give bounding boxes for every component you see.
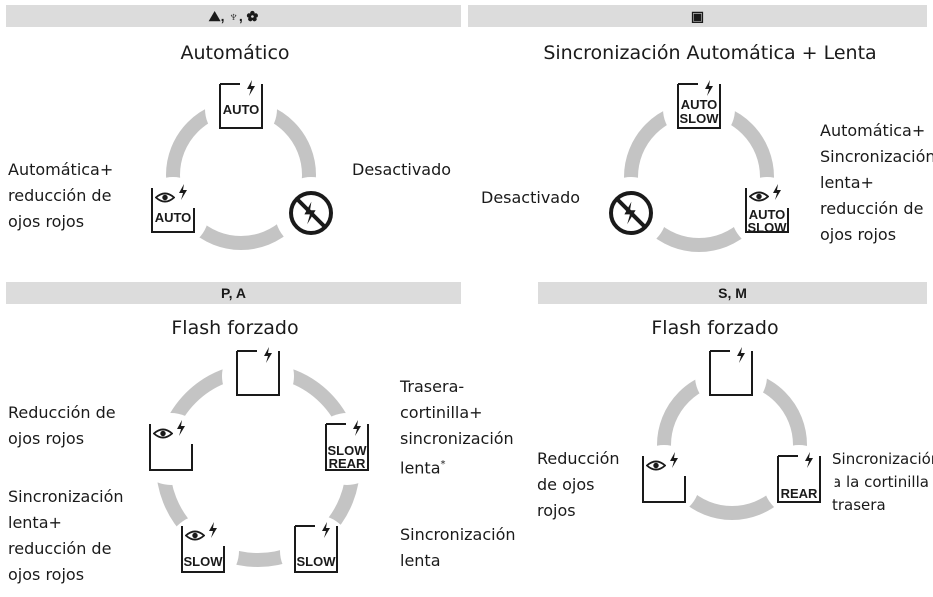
mode-pa-slow: SLOW bbox=[280, 515, 352, 587]
svg-text:SLOW: SLOW bbox=[328, 443, 368, 458]
mode-slow-off bbox=[595, 177, 667, 249]
svg-text:REAR: REAR bbox=[781, 486, 818, 501]
scene-auto-icon: ⛰ bbox=[208, 8, 221, 24]
label-auto-off: Desactivado bbox=[352, 160, 452, 179]
label-slow-off: Desactivado bbox=[481, 188, 581, 207]
title-auto-slow: Sincronización Automática + Lenta bbox=[543, 42, 877, 64]
title-sm: Flash forzado bbox=[651, 317, 779, 339]
mode-auto: AUTO bbox=[205, 73, 277, 145]
svg-text:AUTO: AUTO bbox=[155, 210, 192, 225]
section-bar-auto: ⛰, ♆, ✿ bbox=[6, 5, 461, 27]
mode-pa-red-eye bbox=[135, 413, 207, 485]
svg-text:REAR: REAR bbox=[329, 456, 366, 471]
mode-pa-fill bbox=[222, 340, 294, 412]
svg-text:SLOW: SLOW bbox=[297, 554, 337, 569]
mode-sm-red-eye bbox=[628, 445, 700, 517]
label-pa-slow: Sincronización lenta bbox=[400, 525, 516, 570]
svg-text:AUTO: AUTO bbox=[681, 97, 718, 112]
mode-flash-off bbox=[275, 177, 347, 249]
section-bar-night-portrait: ▣ bbox=[468, 5, 927, 27]
night-portrait-icon: ▣ bbox=[690, 8, 705, 24]
title-pa: Flash forzado bbox=[171, 317, 299, 339]
svg-text:SLOW: SLOW bbox=[680, 111, 720, 126]
section-bar-sm: S, M bbox=[538, 282, 927, 304]
label-pa-red-eye: Reducción de ojos rojos bbox=[8, 403, 116, 448]
mode-pa-slow-red-eye: SLOW bbox=[167, 515, 239, 587]
mode-sm-rear: REAR bbox=[763, 445, 835, 517]
mode-sm-fill bbox=[695, 340, 767, 412]
mode-auto-slow: AUTO SLOW bbox=[663, 73, 735, 145]
title-auto: Automático bbox=[180, 42, 290, 64]
label-auto-red-eye: Automática+ reducción de ojos rojos bbox=[8, 160, 114, 231]
label-pa-rear-slow: Trasera- cortinilla+ sincronización lent… bbox=[400, 377, 514, 478]
section-bar-pa: P, A bbox=[6, 282, 461, 304]
svg-text:AUTO: AUTO bbox=[749, 207, 786, 222]
label-auto-slow-red-eye: Automática+ Sincronización lenta+ reducc… bbox=[820, 121, 933, 244]
mode-auto-red-eye: AUTO bbox=[137, 177, 209, 249]
label-sm-red-eye: Reducción de ojos rojos bbox=[537, 449, 620, 520]
macro-icon: ✿ bbox=[246, 8, 259, 24]
mode-pa-slow-rear: SLOW REAR bbox=[311, 413, 383, 485]
mode-auto-slow-red-eye: AUTO SLOW bbox=[731, 177, 803, 249]
label-sm-rear: Sincronización a la cortinilla trasera bbox=[832, 450, 933, 514]
svg-text:SLOW: SLOW bbox=[748, 220, 788, 235]
svg-text:AUTO: AUTO bbox=[223, 102, 260, 117]
landscape-icon: ♆ bbox=[228, 8, 239, 24]
label-pa-slow-red-eye: Sincronización lenta+ reducción de ojos … bbox=[8, 487, 124, 584]
svg-text:SLOW: SLOW bbox=[184, 554, 224, 569]
footnote-mark: * bbox=[440, 459, 446, 470]
